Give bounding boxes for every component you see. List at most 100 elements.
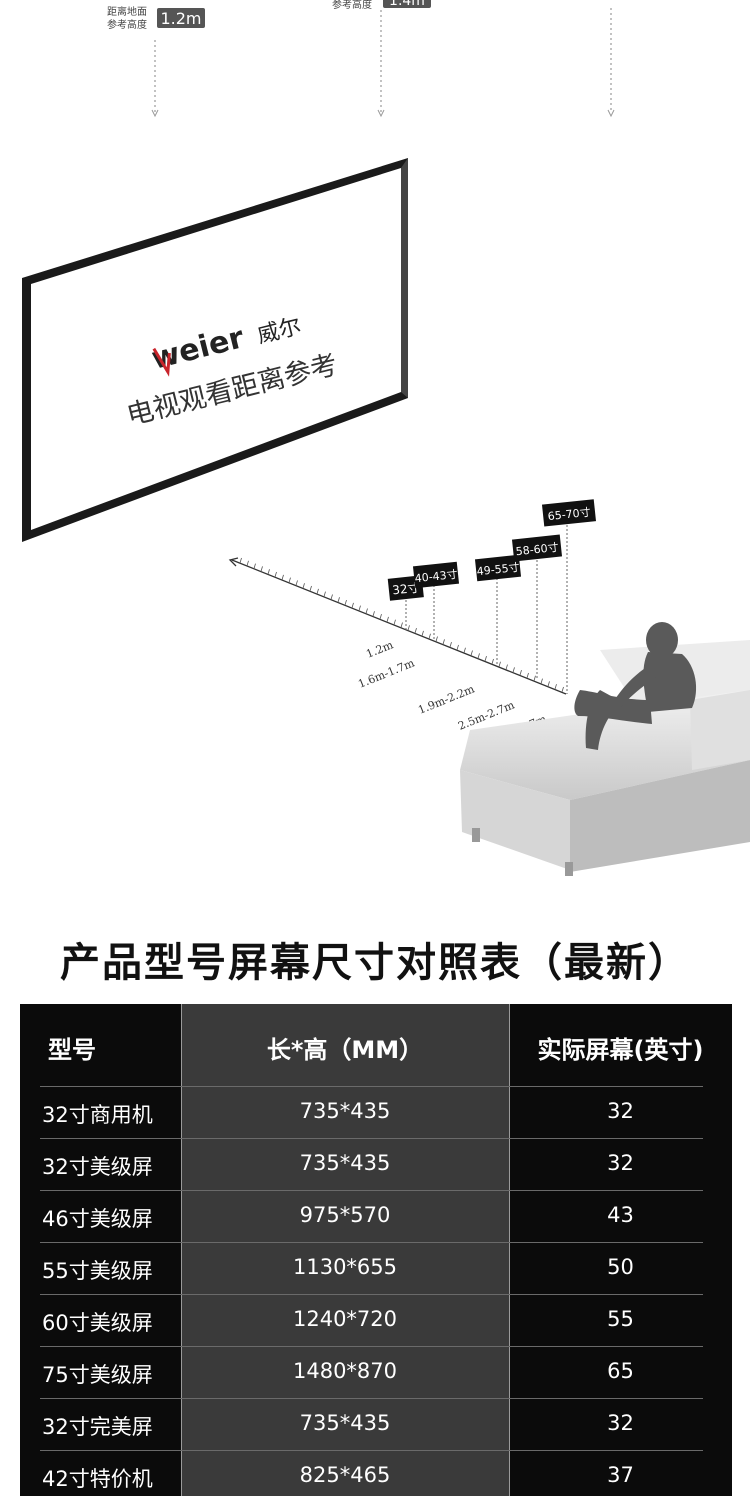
axis-tick: [561, 686, 564, 693]
size-comparison-table: 型号 长*高（MM） 实际屏幕(英寸) 32寸商用机 735*435 32 32…: [20, 1004, 732, 1496]
cell-screen-inch: 65: [607, 1359, 634, 1383]
axis-tick: [421, 630, 424, 637]
table-row: 55寸美级屏 1130*655 50: [20, 1242, 732, 1293]
table-row: 32寸美级屏 735*435 32: [20, 1138, 732, 1189]
cell-screen-inch: 43: [607, 1203, 634, 1227]
cell-screen-inch: 32: [607, 1411, 634, 1435]
axis-tick: [491, 658, 494, 665]
brand-red-mark: [152, 347, 171, 377]
axis-tick: [372, 611, 375, 617]
axis-tick: [358, 605, 361, 611]
axis-tick: [330, 594, 333, 600]
header-screen-inch: 实际屏幕(英寸): [537, 1036, 704, 1064]
axis-tick: [484, 656, 487, 662]
page-title: 产品型号屏幕尺寸对照表（最新）: [60, 940, 690, 986]
distance-label-2: 1.6m-1.7m: [356, 656, 417, 691]
cell-screen-inch: 32: [607, 1099, 634, 1123]
axis-tick: [554, 684, 557, 690]
axis-tick: [302, 583, 305, 589]
table-row: 42寸特价机 825*465 37: [20, 1450, 732, 1501]
table-row: 32寸完美屏 735*435 32: [20, 1398, 732, 1449]
size-tag-32: 32寸: [392, 581, 421, 598]
height-label-1: 距离地面 参考高度 1.2m: [107, 5, 205, 31]
axis-tick: [379, 613, 382, 620]
axis-tick: [351, 602, 354, 608]
header-dimensions: 长*高（MM）: [266, 1036, 424, 1064]
height-label-2-line2: 参考高度: [332, 0, 372, 11]
cell-model: 75寸美级屏: [42, 1363, 153, 1387]
person-silhouette: [574, 622, 697, 750]
cell-screen-inch: 32: [607, 1151, 634, 1175]
axis-tick: [428, 633, 431, 639]
axis-tick: [267, 569, 270, 575]
height-label-1-line1: 距离地面: [107, 5, 147, 18]
cell-model: 46寸美级屏: [42, 1207, 153, 1231]
cell-dimensions: 1480*870: [292, 1359, 398, 1383]
cell-dimensions: 735*435: [299, 1411, 391, 1435]
axis-tick: [498, 661, 501, 667]
axis-tick: [246, 560, 249, 566]
cell-screen-inch: 50: [607, 1255, 634, 1279]
cell-model: 32寸商用机: [42, 1103, 153, 1127]
axis-tick: [519, 670, 522, 676]
table-row: 46寸美级屏 975*570 43: [20, 1190, 732, 1241]
height-label-1-line2: 参考高度: [107, 18, 147, 31]
axis-tick: [393, 619, 396, 625]
axis-tick: [344, 599, 347, 606]
axis-tick: [295, 580, 298, 586]
tv-screen: [22, 158, 408, 542]
size-tags: 32寸 40-43寸 49-55寸 58-60寸 65-70寸: [387, 499, 597, 694]
axis-tick: [309, 585, 312, 592]
cell-screen-inch: 55: [607, 1307, 634, 1331]
cell-model: 42寸特价机: [42, 1467, 153, 1491]
cell-model: 32寸美级屏: [42, 1155, 153, 1179]
cell-screen-inch: 37: [607, 1463, 634, 1487]
sofa: [460, 640, 750, 876]
axis-tick: [463, 647, 466, 653]
axis-tick: [470, 650, 473, 656]
cell-model: 55寸美级屏: [42, 1259, 153, 1283]
size-tag-58-60: 58-60寸: [515, 540, 559, 558]
axis-tick: [337, 597, 340, 603]
cell-dimensions: 825*465: [299, 1463, 391, 1487]
table-row: 75寸美级屏 1480*870 65: [20, 1346, 732, 1397]
size-tag-49-55: 49-55寸: [476, 560, 520, 578]
axis-tick: [274, 571, 277, 578]
distance-label-3: 1.9m-2.2m: [416, 682, 477, 717]
axis-tick: [435, 636, 438, 642]
axis-tick: [533, 675, 536, 681]
axis-tick: [540, 678, 543, 684]
distance-axis: [228, 557, 567, 695]
distance-label-1: 1.2m: [364, 638, 395, 661]
cell-dimensions: 735*435: [299, 1151, 391, 1175]
axis-tick: [547, 681, 550, 687]
table-row: 60寸美级屏 1240*720 55: [20, 1294, 732, 1345]
axis-tick: [239, 557, 242, 564]
height-label-2-value: 1.4m: [389, 0, 425, 9]
height-label-1-value: 1.2m: [160, 9, 201, 28]
axis-tick: [323, 591, 326, 597]
table-row: 32寸商用机 735*435 32: [20, 1086, 732, 1137]
axis-tick: [400, 622, 403, 628]
axis-tick: [386, 616, 389, 623]
axis-tick: [512, 667, 515, 673]
column-divider-1: [181, 1004, 182, 1496]
axis-tick: [449, 642, 452, 648]
axis-tick: [281, 574, 284, 580]
height-label-2: 参考高度 1.4m: [332, 0, 431, 11]
size-tag-65-70: 65-70寸: [547, 505, 591, 523]
header-model: 型号: [48, 1036, 96, 1064]
axis-tick: [288, 577, 291, 583]
axis-tick: [260, 566, 263, 572]
axis-tick: [526, 672, 529, 679]
cell-model: 60寸美级屏: [42, 1311, 153, 1335]
cell-dimensions: 1130*655: [292, 1255, 398, 1279]
axis-tick: [456, 644, 459, 651]
axis-tick: [505, 664, 508, 670]
axis-tick: [316, 588, 319, 594]
axis-tick: [414, 627, 417, 634]
cell-dimensions: 735*435: [299, 1099, 391, 1123]
viewing-distance-illustration: 距离地面 参考高度 1.2m 参考高度 1.4m weier 威尔 电视观看距离…: [22, 0, 750, 876]
cell-dimensions: 1240*720: [292, 1307, 398, 1331]
axis-tick: [442, 639, 445, 645]
